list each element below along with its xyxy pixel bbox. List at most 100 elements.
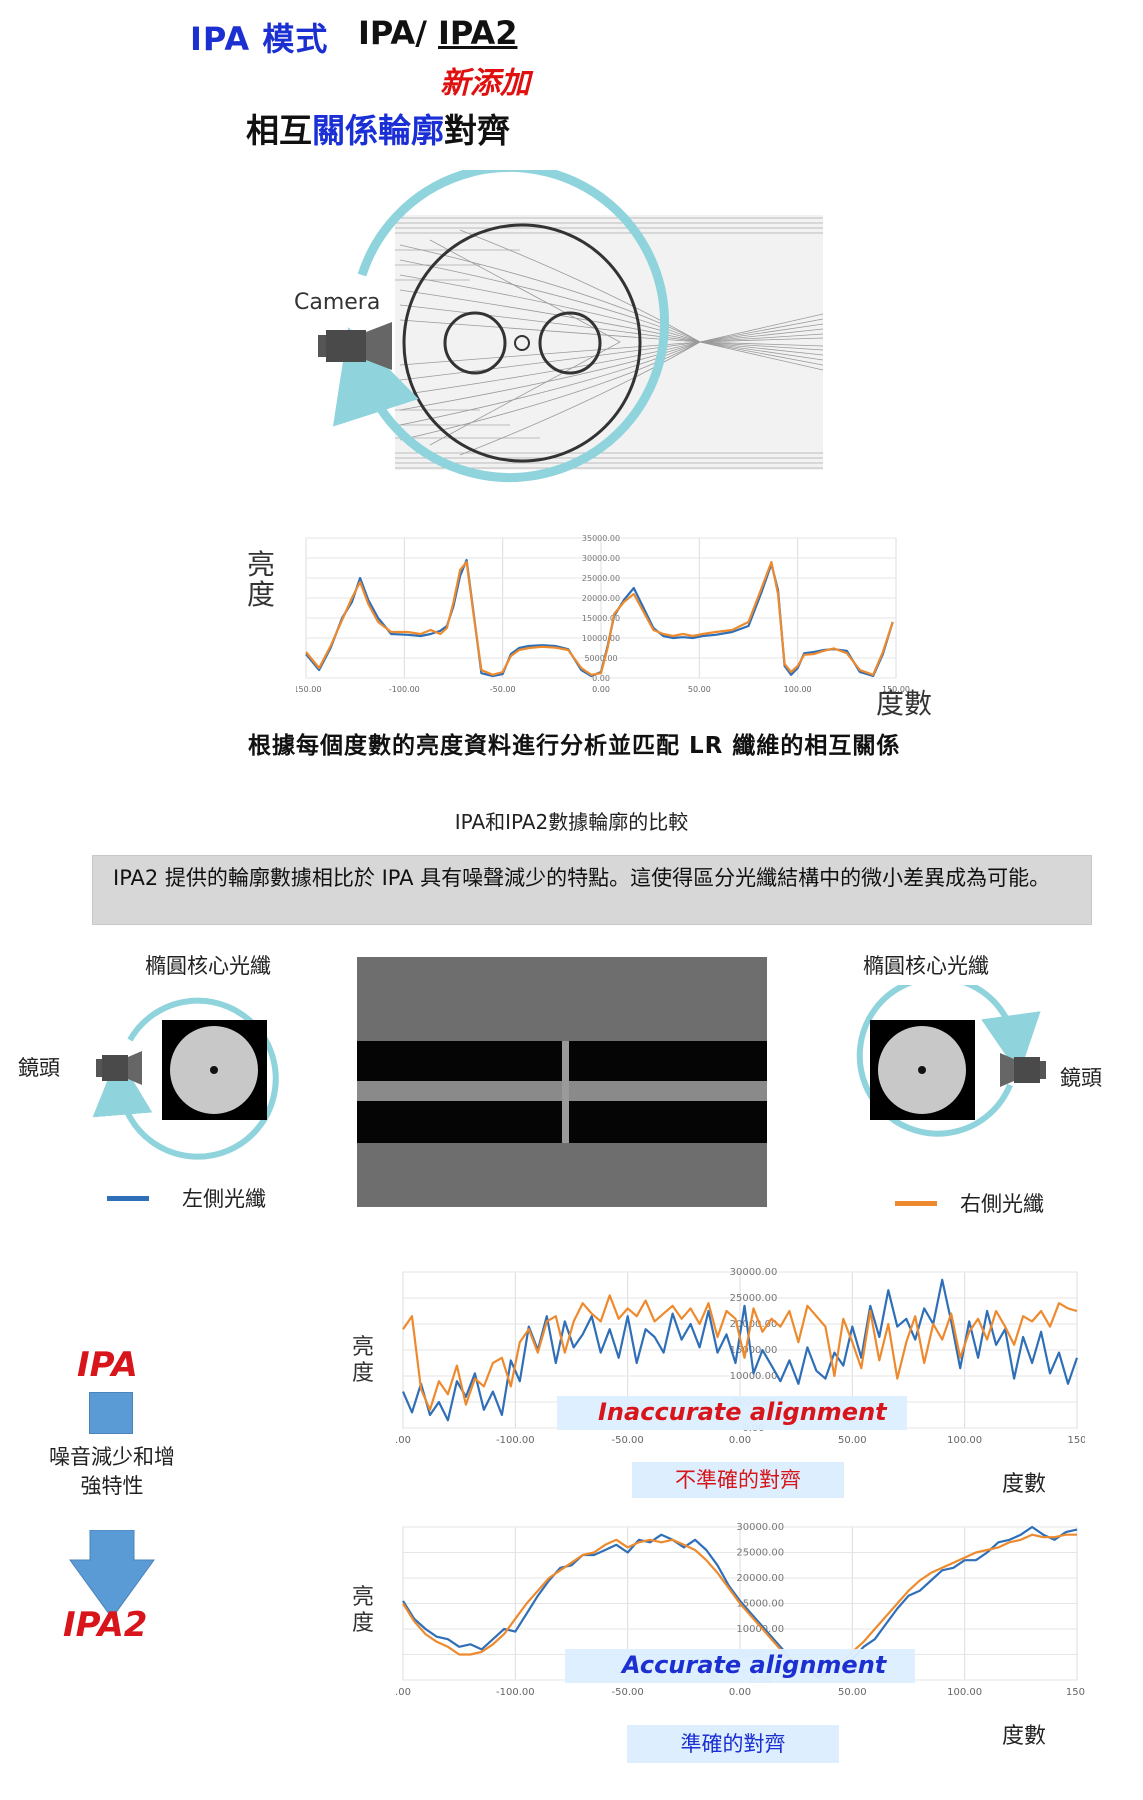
chart-y-tick-label: 5000.00 — [584, 654, 617, 663]
splice-gap — [562, 1041, 569, 1143]
chart-y-tick-label: 10000.00 — [730, 1371, 778, 1382]
chart-y-tick-label: 30000.00 — [730, 1267, 778, 1278]
left-core-label: 橢圓核心光纖 — [145, 954, 271, 978]
left-lens-label: 鏡頭 — [18, 1056, 60, 1080]
chart-y-tick-label: 15000.00 — [730, 1345, 778, 1356]
fiber-splice-image — [357, 957, 767, 1207]
right-fiber-legend-swatch — [895, 1201, 937, 1206]
comparison-title: IPA和IPA2數據輪廓的比較 — [454, 810, 689, 834]
rotation-arrow-icon — [333, 170, 669, 482]
top-chart-x-label: 度數 — [876, 687, 933, 720]
right-lens-label: 鏡頭 — [1060, 1066, 1102, 1090]
ipa-chart-y-label: 亮度 — [352, 1335, 375, 1386]
chart-x-tick-label: -50.00 — [612, 1687, 644, 1698]
process-from-label: IPA — [77, 1345, 138, 1385]
left-fiber-label: 左側光纖 — [182, 1187, 266, 1211]
chart-x-tick-label: -150.00 — [296, 685, 321, 694]
chart-y-tick-label: 20000.00 — [736, 1573, 784, 1584]
right-fiber-diagram — [856, 985, 1046, 1137]
chart-series-line-right-fiber — [305, 560, 894, 676]
right-fiber-label: 右側光纖 — [960, 1192, 1044, 1216]
chart-x-tick-label: -100.00 — [389, 685, 420, 694]
ipa-mode-label: IPA 模式 — [190, 20, 329, 58]
ipa-annotation-text: Inaccurate alignment — [598, 1398, 887, 1426]
chart-x-tick-label: 150 — [1067, 1435, 1085, 1446]
splice-right-core — [569, 1081, 767, 1101]
chart-x-tick-label: 50.00 — [838, 1687, 867, 1698]
ipa-annotation-box — [557, 1396, 907, 1430]
chart-y-tick-label: 15000.00 — [736, 1599, 784, 1610]
ipa-versions-label: IPA/ IPA2 — [358, 14, 517, 52]
chart-y-tick-label: 20000.00 — [582, 594, 620, 603]
camera-label: Camera — [294, 290, 381, 315]
chart-series-line-right-fiber — [402, 1533, 1077, 1674]
chart-x-tick-label: 150. — [1066, 1687, 1085, 1698]
chart-x-tick-label: 0.00 — [592, 685, 610, 694]
splice-left-core — [357, 1081, 562, 1101]
chart-x-tick-label: -100.00 — [496, 1435, 535, 1446]
chart-y-tick-label: 15000.00 — [582, 614, 620, 623]
ipa2-chart-x-label: 度數 — [1002, 1724, 1047, 1749]
chart-series-line-left-fiber — [402, 1525, 1078, 1679]
ipa2-annotation-cn: 準確的對齊 — [627, 1725, 839, 1763]
ipa-annotation-cn: 不準確的對齊 — [632, 1462, 844, 1498]
chart-x-tick-label: 50.00 — [838, 1435, 867, 1446]
light-rays — [399, 229, 824, 456]
chart-x-tick-label: 50.00 — [688, 685, 711, 694]
comparison-description-box: IPA2 提供的輪廓數據相比於 IPA 具有噪聲減少的特點。這使得區分光纖結構中… — [92, 855, 1092, 925]
chart-y-tick-label: 25000.00 — [582, 574, 620, 583]
ipa2-annotation-text: Accurate alignment — [622, 1651, 887, 1679]
chart-y-tick-label: 25000.00 — [730, 1293, 778, 1304]
fiber-band — [395, 215, 823, 470]
fiber-core — [514, 335, 530, 351]
chart-y-tick-label: 10000.00 — [736, 1624, 784, 1635]
top-brightness-chart: -150.00-100.00-50.000.0050.00100.00150.0… — [296, 534, 910, 694]
left-fiber-legend-swatch — [107, 1196, 149, 1201]
chart-y-tick-label: 20000.00 — [730, 1319, 778, 1330]
top-caption: 根據每個度數的亮度資料進行分析並匹配 LR 纖維的相互關係 — [248, 733, 901, 759]
ipa-brightness-chart: .00-100.00-50.000.0050.00100.001500.0050… — [395, 1267, 1085, 1446]
chart-x-tick-label: -50.00 — [612, 1435, 644, 1446]
chart-x-tick-label: 0.00 — [729, 1687, 751, 1698]
chart-x-tick-label: -50.00 — [490, 685, 516, 694]
ipa2-annotation-box — [565, 1649, 915, 1683]
comparison-description: IPA2 提供的輪廓數據相比於 IPA 具有噪聲減少的特點。這使得區分光纖結構中… — [113, 866, 1051, 890]
chart-y-tick-label: 30000.00 — [582, 554, 620, 563]
chart-y-tick-label: 35000.00 — [582, 534, 620, 543]
new-badge: 新添加 — [440, 66, 530, 101]
right-lens-icon — [1000, 1053, 1046, 1087]
process-to-label: IPA2 — [63, 1605, 148, 1645]
stress-rod-left — [443, 311, 507, 375]
right-endface-core — [918, 1066, 926, 1074]
chart-x-tick-label: 100.00 — [947, 1435, 982, 1446]
stress-rod-right — [538, 311, 602, 375]
page-subtitle: 相互關係輪廓對齊 — [246, 104, 510, 152]
chart-x-tick-label: .00 — [395, 1435, 411, 1446]
subtitle-highlight: 關係輪廓 — [312, 111, 444, 150]
chart-y-tick-label: 10000.00 — [582, 634, 620, 643]
chart-x-tick-label: .00 — [395, 1687, 411, 1698]
left-lens-icon — [96, 1051, 142, 1085]
chart-y-tick-label: 30000.00 — [736, 1522, 784, 1533]
subtitle-post: 對齊 — [444, 111, 510, 150]
chart-x-tick-label: 0.00 — [729, 1435, 751, 1446]
right-core-label: 橢圓核心光纖 — [863, 954, 989, 978]
left-fiber-diagram — [92, 997, 279, 1160]
process-box-icon — [89, 1392, 133, 1434]
right-rotation-arrow-icon — [856, 985, 1041, 1137]
chart-y-tick-label: 0.00 — [592, 674, 610, 683]
chart-series-line-right-fiber — [402, 1294, 1078, 1411]
ipa-chart-x-label: 度數 — [1002, 1472, 1047, 1497]
chart-x-tick-label: 150.00 — [882, 685, 910, 694]
camera-icon — [318, 322, 392, 370]
chart-x-tick-label: 100.00 — [947, 1687, 982, 1698]
versions-prefix: IPA/ — [358, 14, 439, 52]
process-feature-label: 噪音減少和增強特性 — [49, 1445, 175, 1498]
versions-ipa2: IPA2 — [438, 14, 518, 52]
process-down-arrow-icon — [69, 1530, 155, 1619]
left-rotation-arrow-icon — [92, 997, 279, 1160]
fiber-ray-diagram — [318, 170, 824, 482]
subtitle-pre: 相互 — [246, 111, 312, 150]
top-chart-y-label: 亮度 — [247, 548, 276, 611]
left-endface-core — [210, 1066, 218, 1074]
